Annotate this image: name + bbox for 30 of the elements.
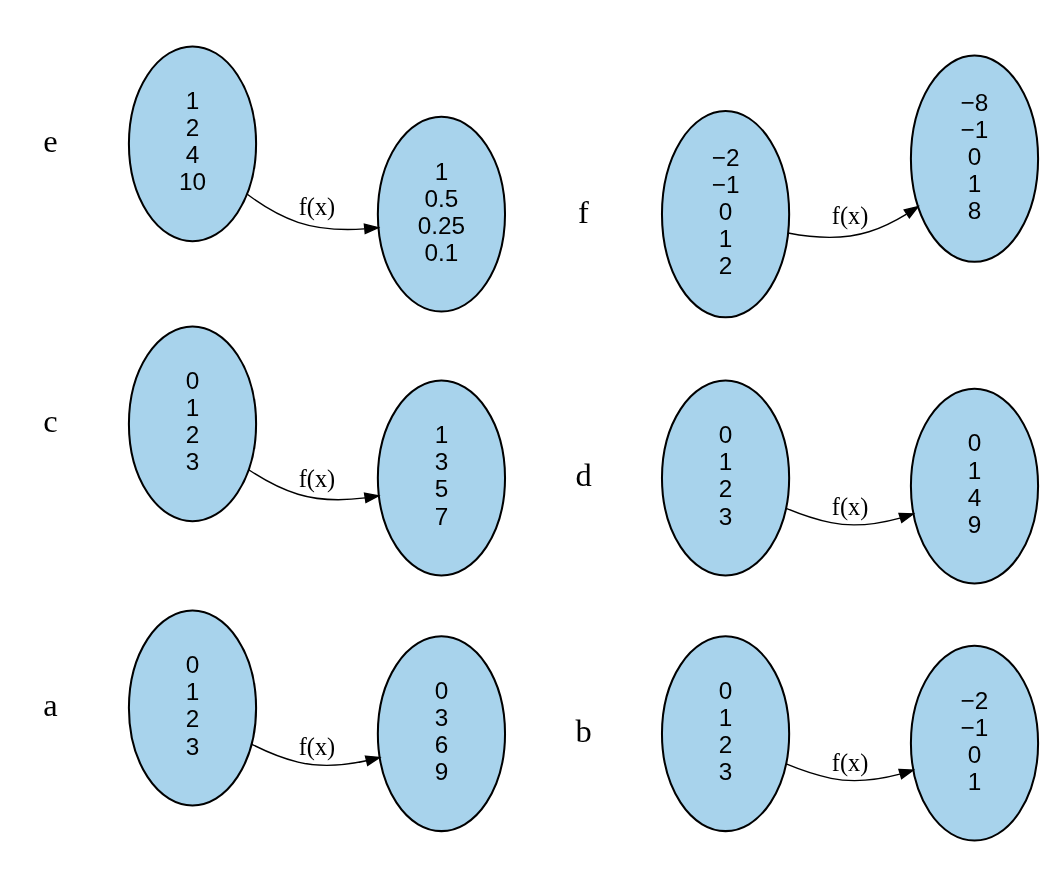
label: b — [575, 712, 592, 749]
label: f — [578, 193, 589, 230]
arrow — [246, 193, 381, 235]
edge-label: f(x) — [831, 201, 869, 229]
node-ellipse: 1 3 5 7 — [376, 379, 507, 576]
edge-label: f(x) — [298, 732, 336, 760]
label: d — [575, 456, 592, 493]
label: c — [43, 402, 58, 439]
edge-label: f(x) — [298, 192, 336, 220]
node-ellipse: 0 1 4 9 — [909, 387, 1040, 585]
label: e — [43, 122, 58, 159]
node-ellipse: −8 −1 0 1 8 — [909, 54, 1040, 263]
node-ellipse: 1 0.5 0.25 0.1 — [376, 115, 507, 313]
edge-label: f(x) — [831, 748, 869, 776]
arrow — [785, 507, 916, 526]
node-ellipse: 0 1 2 3 — [660, 634, 791, 832]
node-ellipse: −2 −1 0 1 2 — [660, 109, 791, 318]
node-ellipse: 0 1 2 3 — [127, 609, 258, 806]
arrow — [785, 762, 916, 781]
arrow — [248, 468, 381, 504]
node-ellipse: 0 1 2 3 — [660, 379, 791, 576]
node-ellipse: 1 2 4 10 — [127, 44, 258, 242]
arrow — [787, 204, 920, 238]
edge-label: f(x) — [831, 492, 869, 520]
edge-label: f(x) — [298, 464, 336, 492]
label: a — [43, 686, 58, 723]
node-ellipse: 0 3 6 9 — [376, 634, 507, 832]
arrow — [251, 743, 382, 766]
node-ellipse: −2 −1 0 1 — [909, 644, 1040, 842]
node-ellipse: 0 1 2 3 — [127, 324, 258, 522]
